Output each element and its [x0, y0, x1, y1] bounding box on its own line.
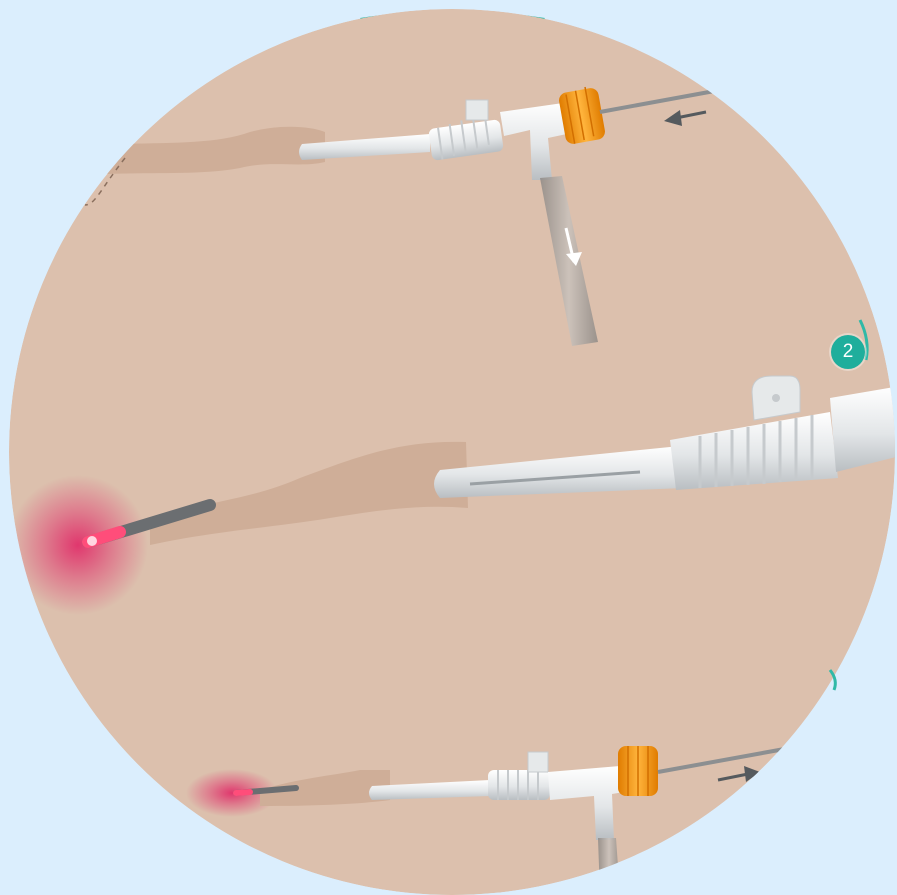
tab-hole — [772, 394, 780, 402]
side-tab-bottom — [528, 752, 548, 772]
laser-glow-middle — [8, 475, 148, 615]
laser-spot — [87, 536, 97, 546]
side-tab-top — [466, 100, 488, 120]
step-badge: 2 — [831, 335, 865, 369]
laser-tip-bottom — [236, 792, 250, 793]
step-number: 2 — [843, 341, 854, 363]
valve-cap-bottom — [618, 746, 658, 796]
ribbed-hub-bottom — [488, 770, 550, 800]
side-port-middle — [830, 386, 897, 472]
